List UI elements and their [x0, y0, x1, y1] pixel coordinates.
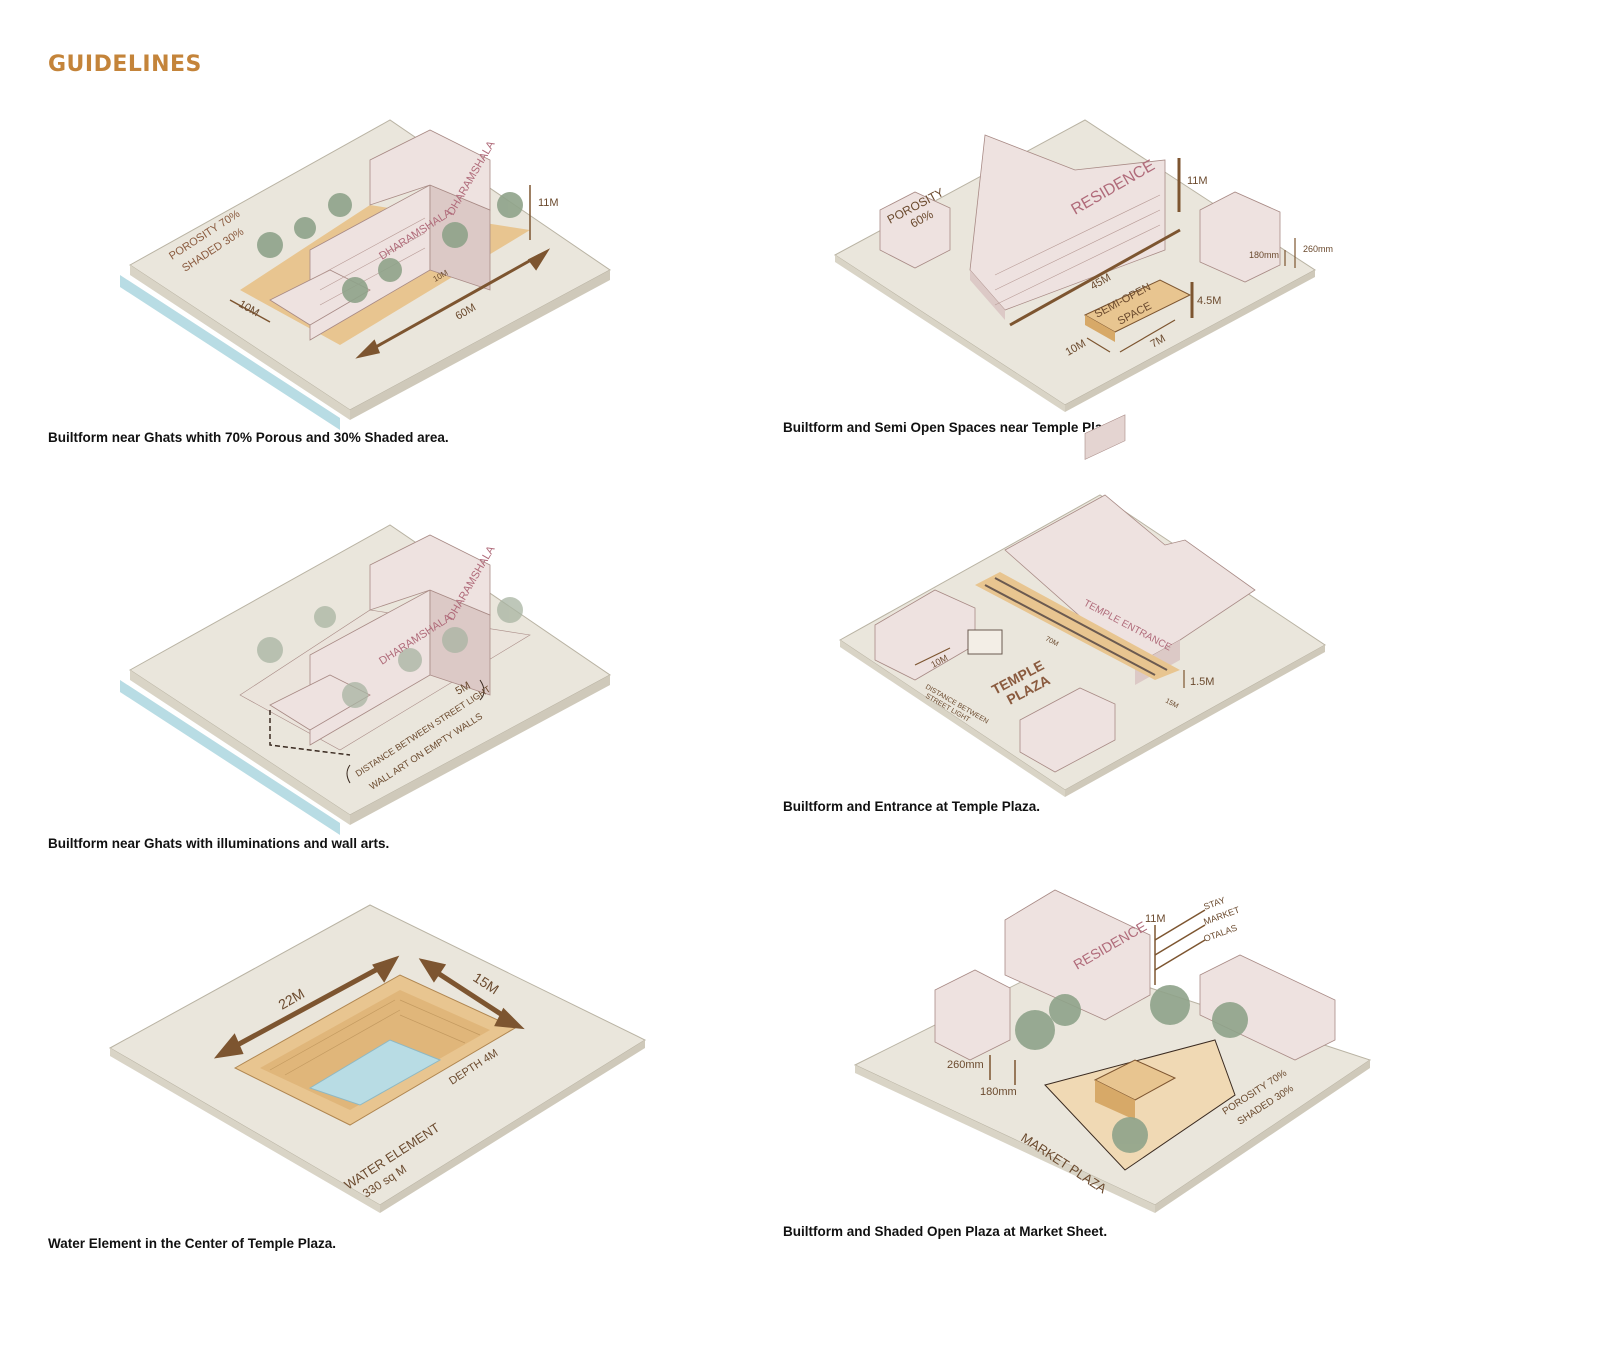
tree — [257, 232, 283, 258]
caption: Water Element in the Center of Temple Pl… — [48, 1236, 337, 1251]
length-arrow — [226, 962, 387, 1053]
plinth-label-a: 260mm — [947, 1059, 984, 1071]
length-arrow — [364, 253, 541, 355]
length-arrow — [1009, 228, 1181, 327]
diagram-temple-entrance: TEMPLE ENTRANCE TEMPLE PLAZA 10M DISTANC… — [783, 414, 1555, 890]
caption: Builtform near Ghats whith 70% Porous an… — [48, 430, 449, 445]
wall-art-outline — [269, 710, 351, 756]
kiosk — [967, 629, 1003, 655]
temple-semi-open-illustration: POROSITY 60% RESIDENCE 11M 45M SEMI-OPEN… — [834, 119, 1333, 412]
diagram-market-plaza: RESIDENCE 11M STAY MARKET OTALAS 260mm 1… — [783, 880, 1575, 1280]
width-arrow — [428, 965, 512, 1023]
diagram-water-element: 22M 15M DEPTH 4M WATER ELEMENT 330 sq M … — [48, 900, 830, 1300]
height-label: 1.5M — [1190, 676, 1214, 688]
caption: Builtform near Ghats with illuminations … — [48, 836, 390, 851]
base-side — [130, 265, 350, 420]
width-arrow — [229, 299, 271, 323]
semi-open-space — [1083, 279, 1192, 333]
ghats-illumination-illustration: DHARAMSHALA DHARAMSHALA 5M DISTANCE BETW… — [120, 524, 611, 835]
water-element-illustration: 22M 15M DEPTH 4M WATER ELEMENT 330 sq M — [108, 904, 647, 1213]
water-pool — [308, 1039, 442, 1106]
porosity-block — [879, 191, 951, 269]
temple-entrance-illustration: TEMPLE ENTRANCE TEMPLE PLAZA 10M DISTANC… — [839, 414, 1326, 797]
market-plaza-illustration: RESIDENCE 11M STAY MARKET OTALAS 260mm 1… — [853, 889, 1372, 1213]
plinth-label-a: 260mm — [1303, 244, 1333, 254]
diagram-temple-semi-open: POROSITY 60% RESIDENCE 11M 45M SEMI-OPEN… — [783, 110, 1555, 510]
building-dharamshala-tower — [369, 129, 491, 211]
caption: Builtform and Entrance at Temple Plaza. — [783, 799, 1041, 814]
height-label: 11M — [538, 197, 559, 209]
river-edge — [120, 680, 340, 835]
plinth-label-b: 180mm — [1249, 250, 1279, 260]
entrance-paving — [975, 572, 1180, 680]
side-block — [1199, 954, 1336, 1061]
building-dharamshala-tower — [369, 534, 491, 616]
caption: Builtform and Shaded Open Plaza at Marke… — [783, 1224, 1108, 1239]
semi-height-label: 4.5M — [1197, 295, 1221, 307]
diagram-ghats-illumination: DHARAMSHALA DHARAMSHALA 5M DISTANCE BETW… — [48, 515, 830, 915]
diagram-ghats-porosity: POROSITY 70% SHADED 30% DHARAMSHALA DHAR… — [48, 110, 830, 510]
height-label: 11M — [1187, 175, 1208, 187]
ghats-porosity-illustration: POROSITY 70% SHADED 30% DHARAMSHALA DHAR… — [120, 119, 611, 430]
page-title: GUIDELINES — [48, 52, 202, 77]
building-residence — [1004, 889, 1151, 1021]
plinth-label-b: 180mm — [980, 1086, 1017, 1098]
height-label: 11M — [1145, 913, 1166, 925]
river-edge — [120, 275, 340, 430]
bottom-block — [1019, 687, 1116, 773]
open-plaza — [1044, 1039, 1236, 1171]
side-block — [1199, 191, 1281, 283]
caption: Builtform and Semi Open Spaces near Temp… — [783, 420, 1117, 435]
